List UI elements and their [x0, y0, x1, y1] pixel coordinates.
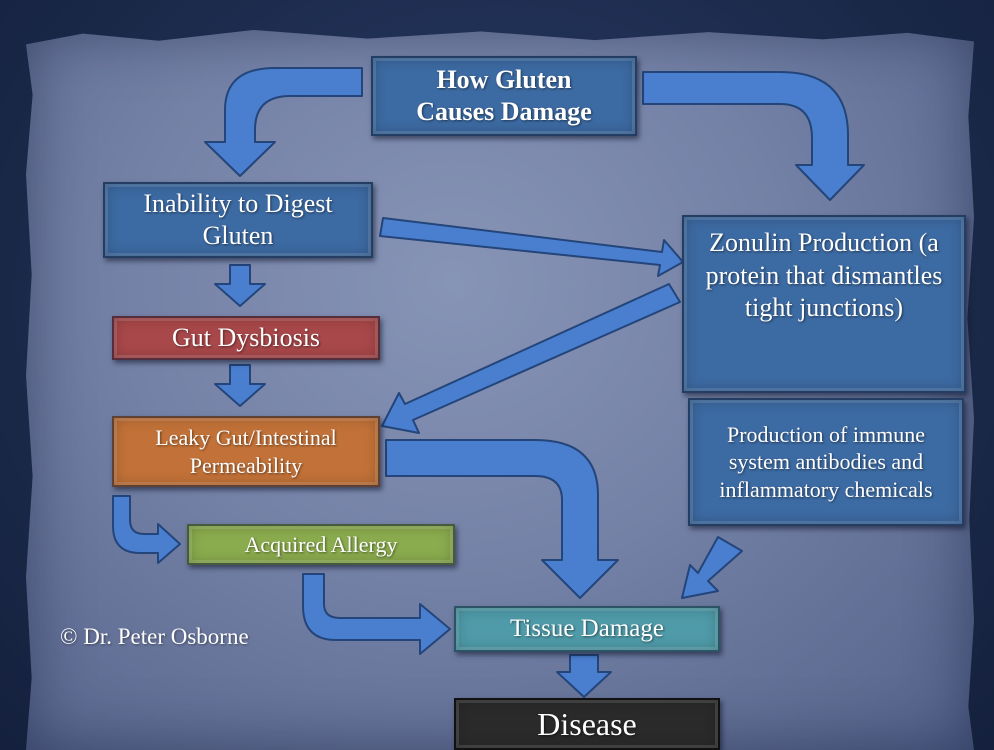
arrow-title-to-inability — [204, 67, 363, 177]
arrow-leaky-to-allergy — [112, 495, 181, 564]
arrow-inability-to-zonulin — [379, 217, 684, 277]
node-zonulin: Zonulin Production (a protein that disma… — [682, 215, 966, 393]
arrow-title-to-zonulin — [642, 71, 865, 201]
node-immune-label: Production of immune system antibodies a… — [719, 421, 933, 502]
node-leaky-gut: Leaky Gut/Intestinal Permeability — [112, 416, 380, 487]
copyright-text: © Dr. Peter Osborne — [60, 624, 249, 649]
arrow-immune-to-tissue — [681, 536, 743, 599]
arrow-allergy-to-tissue — [302, 573, 451, 655]
node-title: How Gluten Causes Damage — [371, 56, 637, 136]
node-disease: Disease — [454, 698, 720, 750]
node-tissue-damage-label: Tissue Damage — [510, 615, 664, 643]
node-dysbiosis: Gut Dysbiosis — [112, 316, 380, 360]
arrow-inability-to-dysbiosis — [214, 264, 266, 307]
node-leaky-gut-label: Leaky Gut/Intestinal Permeability — [155, 425, 337, 478]
node-allergy-label: Acquired Allergy — [244, 531, 398, 557]
node-allergy: Acquired Allergy — [187, 524, 455, 565]
node-immune: Production of immune system antibodies a… — [688, 398, 964, 526]
arrow-leaky-to-tissue — [385, 439, 619, 599]
arrow-tissue-to-disease — [556, 654, 612, 698]
node-tissue-damage: Tissue Damage — [454, 606, 720, 652]
node-inability: Inability to Digest Gluten — [103, 182, 373, 258]
arrow-zonulin-to-leaky — [381, 283, 681, 434]
node-dysbiosis-label: Gut Dysbiosis — [171, 322, 321, 352]
arrow-dysbiosis-to-leaky — [214, 364, 266, 407]
node-inability-label: Inability to Digest Gluten — [143, 188, 333, 251]
node-zonulin-label: Zonulin Production (a protein that disma… — [705, 228, 943, 322]
node-title-label: How Gluten Causes Damage — [416, 64, 592, 127]
node-disease-label: Disease — [537, 706, 637, 742]
